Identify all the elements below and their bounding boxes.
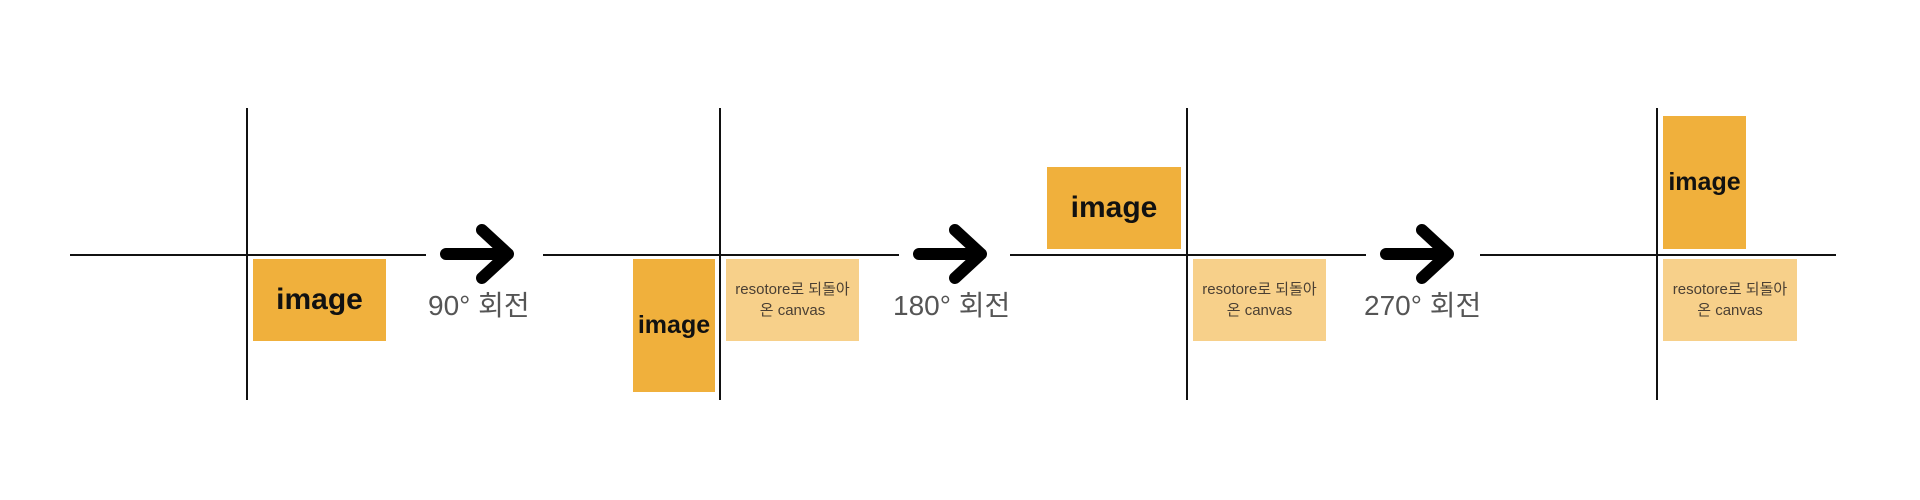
y-axis [1186,108,1188,400]
x-axis [543,254,899,256]
image-box: image [1663,116,1746,249]
x-axis [70,254,426,256]
image-label: image [1070,191,1158,224]
step-label: 270° 회전 [1364,290,1482,321]
y-axis [719,108,721,400]
image-box: image [253,259,386,341]
canvas-label-line1: resotore로 되돌아 [1202,281,1317,298]
image-box: image [633,259,715,392]
step-label: 180° 회전 [893,290,1011,321]
arrow-right-icon [913,224,987,284]
canvas-label-line1: resotore로 되돌아 [1672,281,1788,298]
canvas-label-line2: 온 canvas [759,302,826,319]
image-label: image [637,311,711,339]
image-label: image [1668,168,1741,196]
canvas-box: resotore로 되돌아 온 canvas [1663,259,1797,341]
arrow-right-icon [1380,224,1454,284]
x-axis [1480,254,1836,256]
y-axis [1656,108,1658,400]
canvas-label-line1: resotore로 되돌아 [735,281,850,298]
canvas-box: resotore로 되돌아 온 canvas [726,259,859,341]
x-axis [1010,254,1366,256]
image-box: image [1047,167,1181,249]
canvas-label-line2: 온 canvas [1226,302,1293,319]
canvas-box: resotore로 되돌아 온 canvas [1193,259,1326,341]
canvas-label-line2: 온 canvas [1697,302,1763,319]
y-axis [246,108,248,400]
image-label: image [276,283,363,316]
arrow-right-icon [440,224,514,284]
step-label: 90° 회전 [428,290,530,321]
